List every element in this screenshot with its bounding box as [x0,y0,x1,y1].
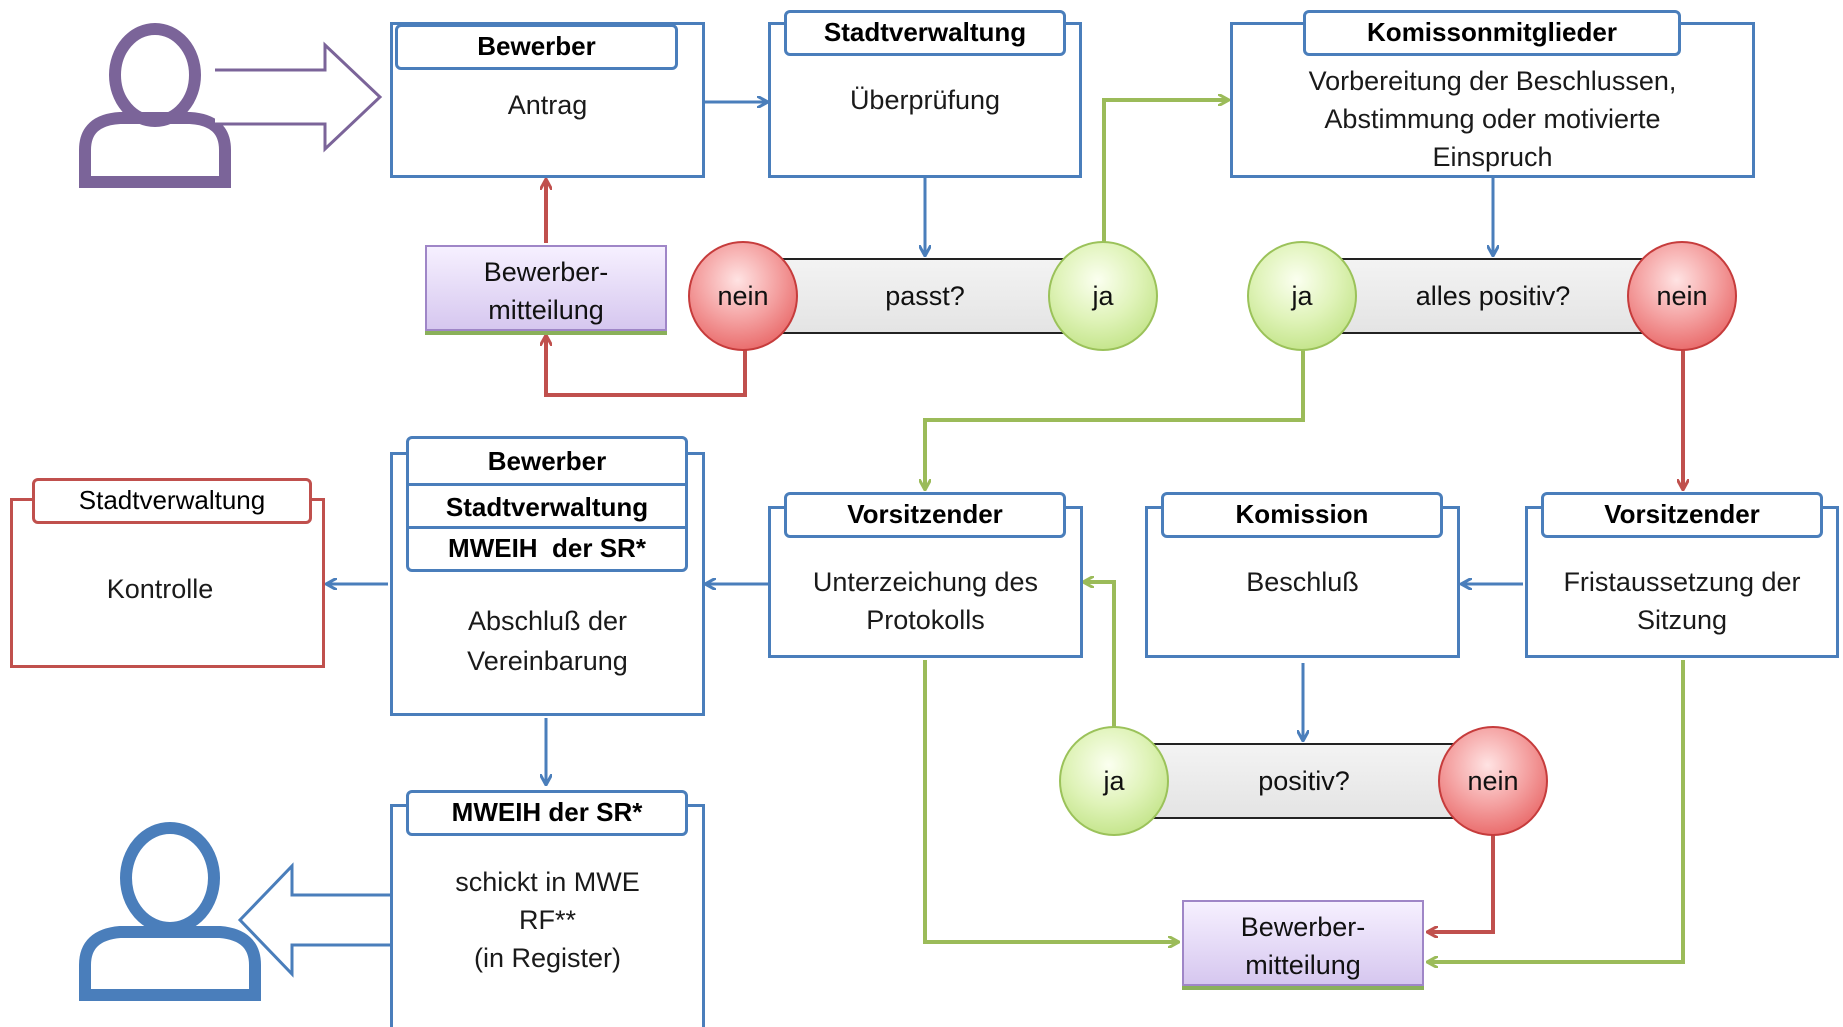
kontrolle-step [10,498,325,668]
decision-passt: passt? [745,258,1105,334]
kommission-prep-line-1: Vorbereitung der Beschlussen, [1308,66,1677,96]
kommission-prep-header: Komissonmitglieder [1303,10,1681,56]
deliver-arrow [237,862,390,978]
vorsitz-sign-header: Vorsitzender [784,492,1066,538]
register-header: MWEIH der SR* [406,790,688,836]
applicant-notice-1: Bewerber- mitteilung [425,245,667,331]
vorsitz-sign-line-2: Protokolls [866,605,985,635]
applicant-notice-2-line-2: mitteilung [1245,950,1361,980]
vereinbarung-party-stack: Bewerber Stadtverwaltung MWEIH der SR* [406,436,688,572]
vorsitz-sign-line-1: Unterzeichung des [812,567,1039,597]
register-line-2: RF** [518,905,576,935]
vereinbarung-party-3: MWEIH der SR* [448,533,646,563]
vorsitz-sign-body: Unterzeichung des Protokolls [768,563,1083,639]
applicant-person-icon [79,23,231,188]
kommission-prep-line-3: Einspruch [1432,142,1553,172]
kontrolle-header: Stadtverwaltung [32,478,312,524]
register-step [390,804,705,1027]
applicant-notice-2-line-1: Bewerber- [1240,912,1366,942]
receiver-person-icon [79,822,261,1001]
applicant-notice-2: Bewerber- mitteilung [1182,900,1424,986]
pruefung-header: Stadtverwaltung [784,10,1066,56]
vorsitz-frist-line-1: Fristaussetzung der [1563,567,1801,597]
kontrolle-body: Kontrolle [106,574,214,604]
decision-positiv: positiv? [1114,743,1494,819]
vorsitz-frist-header: Vorsitzender [1541,492,1823,538]
submit-arrow [215,41,383,153]
antrag-header: Bewerber [395,24,678,70]
decision-positiv-yes: ja [1059,726,1169,836]
kommission-prep-body: Vorbereitung der Beschlussen, Abstimmung… [1230,62,1755,176]
decision-passt-no: nein [688,241,798,351]
vereinbarung-party-2: Stadtverwaltung [409,486,685,529]
pruefung-body: Überprüfung [849,85,1001,115]
decision-positiv-no: nein [1438,726,1548,836]
vereinbarung-body: Abschluß der Vereinbarung [390,601,705,681]
vereinbarung-line-2: Vereinbarung [467,646,628,676]
vereinbarung-party-1: Bewerber [409,439,685,486]
register-body: schickt in MWE RF** (in Register) [390,863,705,977]
vorsitz-frist-body: Fristaussetzung der Sitzung [1525,563,1839,639]
decision-alles-positiv: alles positiv? [1303,258,1683,334]
register-line-1: schickt in MWE [455,867,640,897]
decision-alles-positiv-yes: ja [1247,241,1357,351]
vereinbarung-line-1: Abschluß der [467,606,628,636]
decision-alles-positiv-no: nein [1627,241,1737,351]
vorsitz-frist-line-2: Sitzung [1636,605,1728,635]
kommission-beschluss-body: Beschluß [1246,567,1359,597]
decision-passt-yes: ja [1048,241,1158,351]
kommission-beschluss-header: Komission [1161,492,1443,538]
kommission-prep-line-2: Abstimmung oder motivierte [1324,104,1661,134]
register-line-3: (in Register) [473,943,622,973]
applicant-notice-1-line-1: Bewerber- [483,257,609,287]
antrag-body: Antrag [507,90,588,120]
applicant-notice-1-line-2: mitteilung [488,295,604,325]
